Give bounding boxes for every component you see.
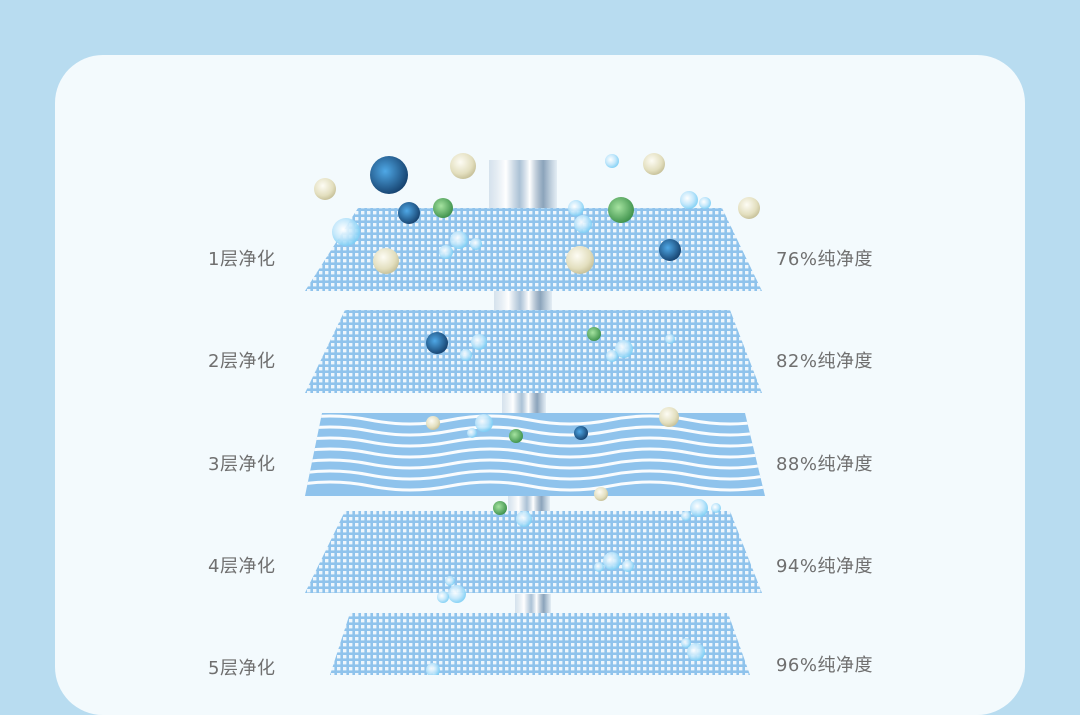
bacteria-green-particle xyxy=(587,327,601,341)
filter-layer-1 xyxy=(305,208,762,291)
dust-particle xyxy=(659,407,679,427)
bubble-particle xyxy=(460,349,472,361)
filter-layer-4 xyxy=(305,511,762,593)
bubble-particle xyxy=(439,245,453,259)
bubble-particle xyxy=(680,191,698,209)
bubble-particle xyxy=(568,200,584,216)
dust-particle xyxy=(426,416,440,430)
bubble-particle xyxy=(615,340,633,358)
bubble-particle xyxy=(681,638,691,648)
layer-4-purity: 94%纯净度 xyxy=(775,556,873,577)
bubble-particle xyxy=(445,576,455,586)
bacteria-green-particle xyxy=(493,501,507,515)
bacteria-green-particle xyxy=(608,197,634,223)
bubble-particle xyxy=(699,197,711,209)
dust-particle xyxy=(373,248,399,274)
bubble-particle xyxy=(437,591,449,603)
layer-4-label: 4层净化 xyxy=(208,556,276,577)
layer-1-label: 1层净化 xyxy=(208,249,276,270)
bubble-particle xyxy=(687,643,705,661)
bacteria-blue-particle xyxy=(426,332,448,354)
bubble-particle xyxy=(332,218,360,246)
bubble-particle xyxy=(603,552,621,570)
bacteria-blue-particle xyxy=(574,426,588,440)
dust-particle xyxy=(450,153,476,179)
bubble-particle xyxy=(622,560,634,572)
bubble-particle xyxy=(594,562,604,572)
bacteria-green-particle xyxy=(433,198,453,218)
layer-5-label: 5层净化 xyxy=(208,658,276,679)
filtration-illustration xyxy=(305,153,765,675)
bacteria-green-particle xyxy=(509,429,523,443)
layer-3-purity: 88%纯净度 xyxy=(775,454,873,475)
dust-particle xyxy=(314,178,336,200)
bacteria-blue-particle xyxy=(398,202,420,224)
bubble-particle xyxy=(681,511,691,521)
layer-2-label: 2层净化 xyxy=(208,351,276,372)
bubble-particle xyxy=(711,503,721,513)
bubble-particle xyxy=(471,334,487,350)
bubble-particle xyxy=(516,511,532,527)
bubble-particle xyxy=(606,350,618,362)
bubble-particle xyxy=(470,238,482,250)
bubble-particle xyxy=(605,154,619,168)
bacteria-blue-particle xyxy=(370,156,408,194)
bubble-particle xyxy=(475,414,493,432)
dust-particle xyxy=(738,197,760,219)
bubble-particle xyxy=(574,215,592,233)
dust-particle xyxy=(594,487,608,501)
layer-2-purity: 82%纯净度 xyxy=(775,351,873,372)
filter-layer-2 xyxy=(305,310,762,393)
bubble-particle xyxy=(426,663,440,675)
layer-5-purity: 96%纯净度 xyxy=(775,655,873,676)
bacteria-blue-particle xyxy=(659,239,681,261)
bubble-particle xyxy=(448,585,466,603)
bubble-particle xyxy=(665,334,675,344)
layer-1-purity: 76%纯净度 xyxy=(775,249,873,270)
particles xyxy=(314,153,760,675)
layer-3-label: 3层净化 xyxy=(208,454,276,475)
dust-particle xyxy=(566,246,594,274)
dust-particle xyxy=(643,153,665,175)
filter-layer-5 xyxy=(330,613,750,675)
bubble-particle xyxy=(690,499,708,517)
bubble-particle xyxy=(450,231,468,249)
bubble-particle xyxy=(467,428,477,438)
filter-layer-3 xyxy=(305,413,765,496)
